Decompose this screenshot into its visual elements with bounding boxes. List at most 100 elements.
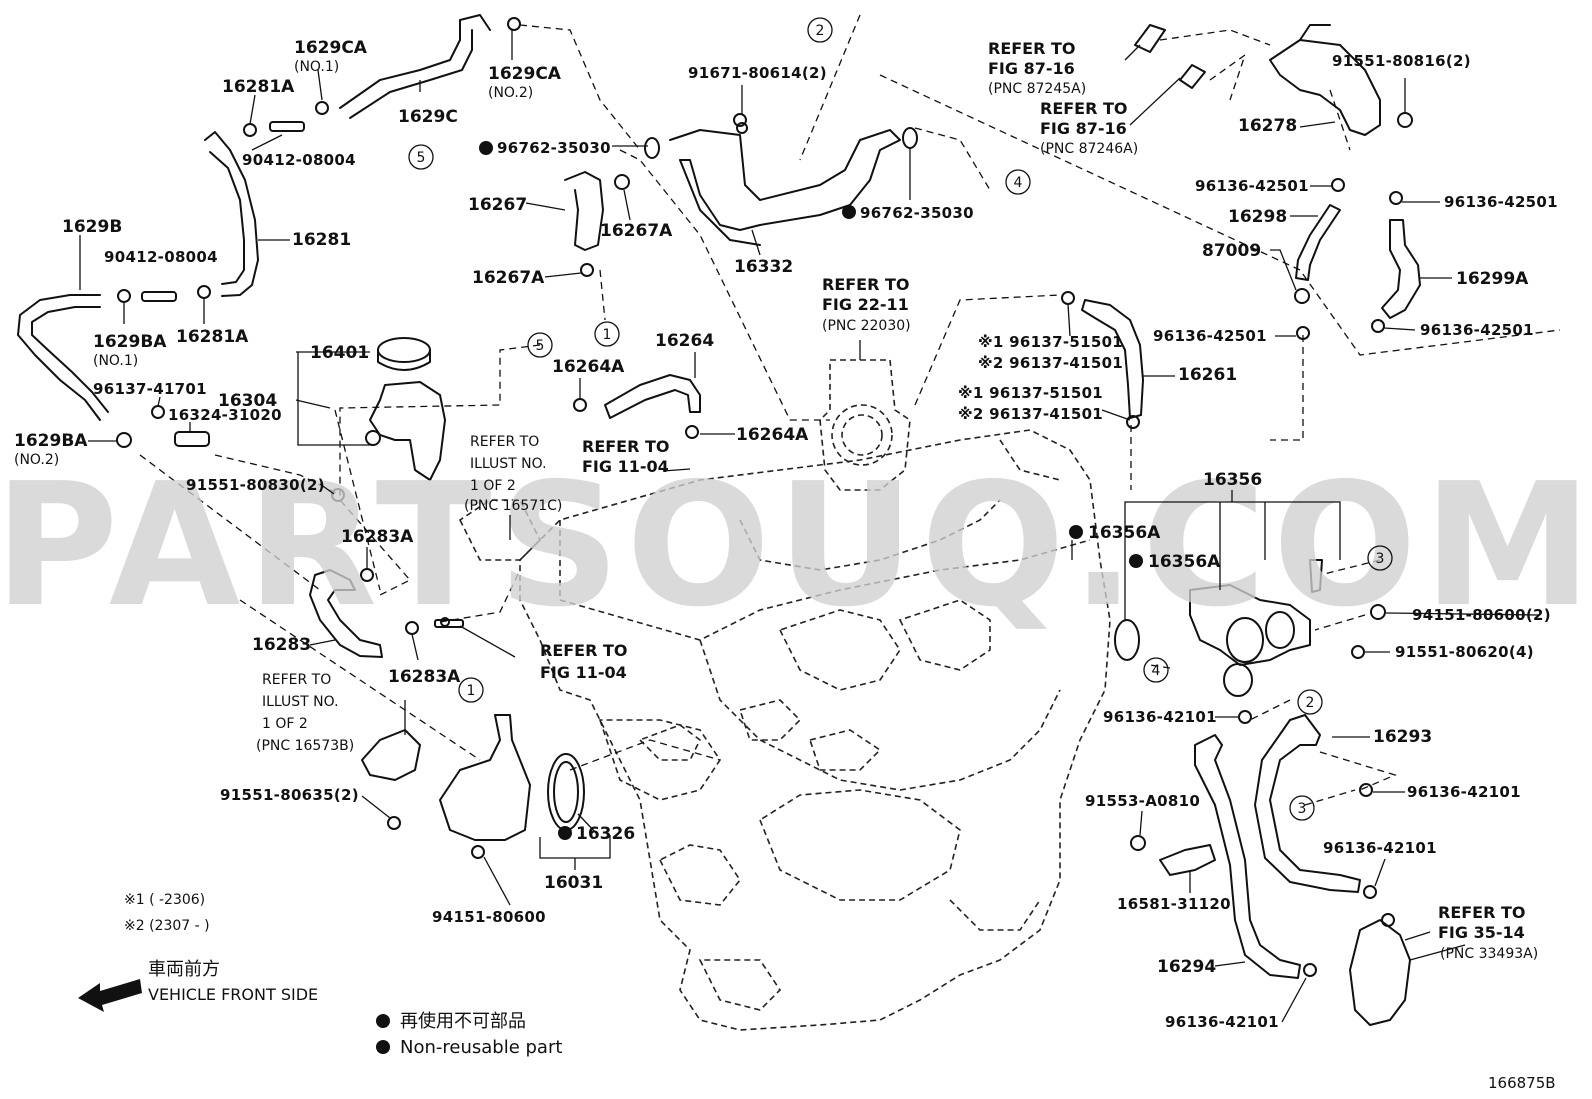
svg-text:3: 3: [1298, 801, 1307, 817]
front-direction-legend: 車両前方 VEHICLE FRONT SIDE: [78, 959, 318, 1012]
label-16264: 16264: [655, 331, 714, 351]
callout-5-mid: 5: [527, 332, 553, 358]
hose-1629B: [17, 294, 109, 421]
label-16283: 16283: [252, 635, 311, 655]
label-16326: 16326: [576, 824, 635, 844]
label-96136-42101-b: 96136-42101: [1407, 783, 1521, 801]
label-96136-42501-b: 96136-42501: [1444, 193, 1558, 211]
label-96137-41501-a: ※2 96137-41501: [978, 354, 1123, 372]
thermostat-housing-16356: [1114, 559, 1323, 697]
label-16356: 16356: [1203, 470, 1262, 490]
svg-text:1: 1: [603, 327, 612, 343]
svg-text:REFER TO: REFER TO: [988, 39, 1076, 58]
refer-16573B: REFER TO ILLUST NO. 1 OF 2 (PNC 16573B): [256, 672, 354, 754]
callout-2-top: 2: [807, 17, 833, 43]
svg-text:(PNC 22030): (PNC 22030): [822, 318, 911, 334]
label-96136-42501-c: 96136-42501: [1153, 327, 1267, 345]
label-1629BA-no2: 1629BA: [14, 431, 88, 451]
label-96137-51501-a: ※1 96137-51501: [978, 333, 1123, 351]
hose-16298: [1295, 204, 1341, 281]
label-96137-41501-b: ※2 96137-41501: [958, 405, 1103, 423]
engine-block-outline: [458, 429, 1111, 1031]
hose-16573B: [361, 729, 421, 781]
bracket-16581: [1159, 844, 1216, 876]
label-16283A-1: 16283A: [341, 527, 414, 547]
refer-33493A: REFER TO FIG 35-14 (PNC 33493A): [1438, 903, 1538, 962]
label-16298: 16298: [1228, 207, 1287, 227]
label-16332: 16332: [734, 257, 793, 277]
label-94151-80600-r: 94151-80600(2): [1412, 606, 1551, 624]
callout-3-lower: 3: [1289, 795, 1315, 821]
label-16281: 16281: [292, 230, 351, 250]
label-16283A-2: 16283A: [388, 667, 461, 687]
refer-87245A: REFER TO FIG 87-16 (PNC 87245A): [988, 39, 1086, 97]
watermark-text: PARTSOUQ.COM: [0, 447, 1592, 645]
pipe-87245A: [1134, 24, 1206, 89]
part-labels: 1629CA (NO.1) 1629CA (NO.2) 1629C 16281A…: [14, 38, 1558, 1031]
svg-text:(PNC 87246A): (PNC 87246A): [1040, 141, 1138, 157]
label-16281A-bot: 16281A: [176, 327, 249, 347]
svg-text:(PNC 16573B): (PNC 16573B): [256, 738, 354, 754]
assembly-dashed-lines: [139, 14, 1561, 806]
label-16267: 16267: [468, 195, 527, 215]
hose-16281: [204, 131, 259, 297]
label-91551-80620: 91551-80620(4): [1395, 643, 1534, 661]
nonreusable-dot-icon: [376, 1014, 390, 1028]
label-16299A: 16299A: [1456, 269, 1529, 289]
svg-text:4: 4: [1152, 663, 1161, 679]
callout-2-right: 2: [1297, 689, 1323, 715]
svg-text:REFER TO: REFER TO: [470, 434, 539, 450]
label-16293: 16293: [1373, 727, 1432, 747]
label-94151-80600-bot: 94151-80600: [432, 908, 546, 926]
label-16264A-1: 16264A: [552, 357, 625, 377]
label-87009: 87009: [1202, 241, 1261, 261]
label-1629BA-no2-note: (NO.2): [14, 452, 59, 468]
hose-16299A: [1381, 219, 1421, 319]
svg-text:5: 5: [536, 338, 545, 354]
svg-text:(PNC 16571C): (PNC 16571C): [464, 498, 562, 514]
label-16281A-top: 16281A: [222, 77, 295, 97]
svg-text:ILLUST NO.: ILLUST NO.: [470, 456, 547, 472]
hose-16294: [1194, 734, 1301, 979]
nonreusable-dots: [479, 141, 1143, 840]
label-16356A-2: 16356A: [1148, 552, 1221, 572]
svg-text:REFER TO: REFER TO: [540, 641, 628, 660]
label-1629CA-no2: 1629CA: [488, 64, 562, 84]
pipe-16332: [644, 113, 918, 246]
label-16304: 16304: [218, 391, 277, 411]
hose-16283: [309, 569, 383, 658]
label-96136-42501-a: 96136-42501: [1195, 177, 1309, 195]
label-1629C: 1629C: [398, 107, 458, 127]
svg-text:2: 2: [816, 23, 825, 39]
label-96136-42501-d: 96136-42501: [1420, 321, 1534, 339]
label-16267A-1: 16267A: [600, 221, 673, 241]
footnotes: ※1 ( -2306) ※2 (2307 - ): [124, 892, 210, 934]
svg-text:REFER TO: REFER TO: [1040, 99, 1128, 118]
hose-16264: [604, 374, 701, 419]
svg-text:FIG 22-11: FIG 22-11: [822, 295, 909, 314]
label-16401: 16401: [310, 343, 369, 363]
label-16324: 16324-31020: [168, 406, 282, 424]
leader-lines: [79, 30, 1539, 1023]
callout-4-right: 4: [1143, 657, 1169, 683]
label-96137-41701: 96137-41701: [93, 380, 207, 398]
throttle-body: [819, 359, 911, 491]
diagram-id: 166875B: [1488, 1074, 1556, 1092]
note-2: ※2 (2307 - ): [124, 918, 210, 934]
label-96136-42101-c: 96136-42101: [1323, 839, 1437, 857]
refer-fig-11-04-b: REFER TO FIG 11-04: [540, 641, 628, 682]
svg-text:ILLUST NO.: ILLUST NO.: [262, 694, 339, 710]
svg-text:REFER TO: REFER TO: [1438, 903, 1526, 922]
label-91551-80830: 91551-80830(2): [186, 476, 325, 494]
label-1629BA-no1: 1629BA: [93, 332, 167, 352]
label-1629CA-no1: 1629CA: [294, 38, 368, 58]
label-16278: 16278: [1238, 116, 1297, 136]
hose-16293: [1254, 714, 1361, 893]
svg-text:FIG 35-14: FIG 35-14: [1438, 923, 1525, 942]
label-91551-80816: 91551-80816(2): [1332, 52, 1471, 70]
refer-to-blocks: REFER TO FIG 87-16 (PNC 87245A) REFER TO…: [256, 39, 1538, 962]
label-1629CA-no1-note: (NO.1): [294, 59, 339, 75]
label-96137-51501-b: ※1 96137-51501: [958, 384, 1103, 402]
label-1629BA-no1-note: (NO.1): [93, 353, 138, 369]
svg-text:FIG 87-16: FIG 87-16: [1040, 119, 1127, 138]
